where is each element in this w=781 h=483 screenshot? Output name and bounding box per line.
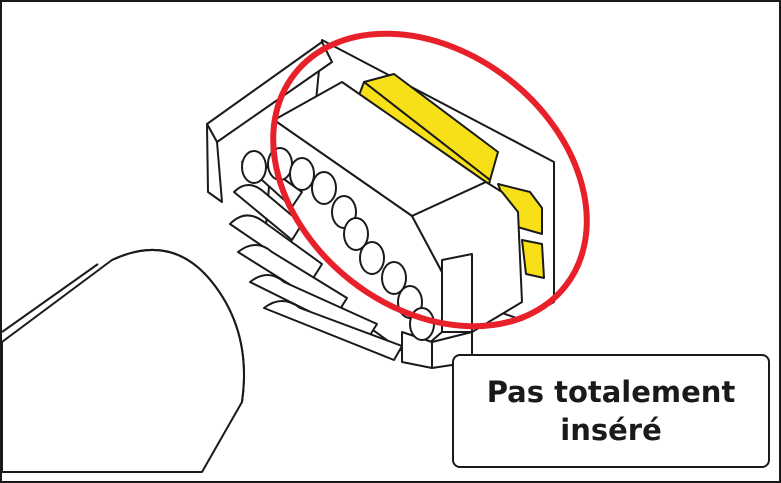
cable-jacket: [2, 248, 245, 473]
status-caption-box: Pas totalement inséré: [452, 354, 770, 468]
highlight-ellipse-icon: [270, 30, 590, 330]
cable-inner-line: [2, 263, 99, 333]
cable-jacket-end: [111, 248, 245, 403]
caption-line-1: Pas totalement: [486, 375, 736, 409]
wire-bundle: [229, 147, 435, 361]
receptacle-lower-wall: [206, 123, 223, 203]
latch-lower: [521, 239, 545, 279]
plug-step: [441, 253, 473, 333]
caption-line-2: inséré: [560, 413, 662, 447]
